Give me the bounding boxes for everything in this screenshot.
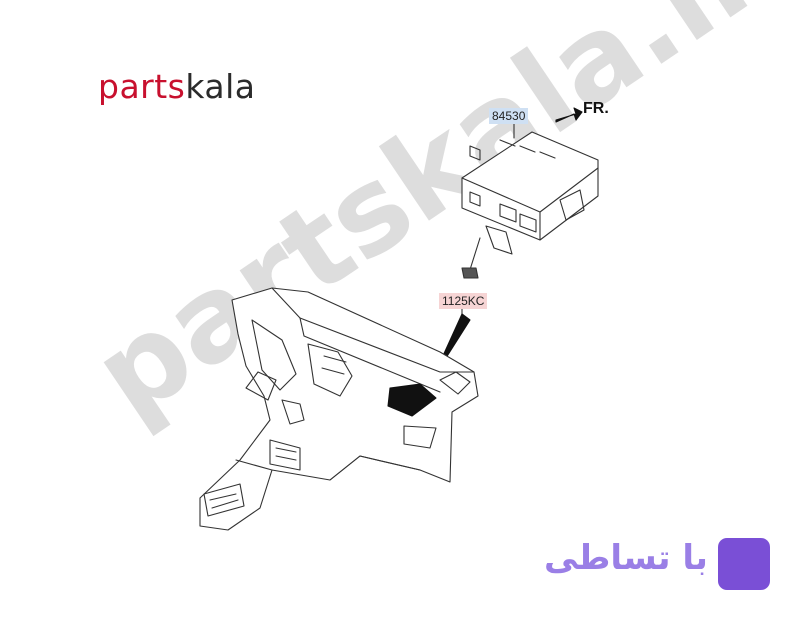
fr-label: FR.	[583, 100, 609, 117]
logo-part1: parts	[98, 67, 186, 106]
dashboard	[199, 287, 479, 531]
callout-1125kc: 1125KC	[439, 293, 488, 309]
bolt	[461, 237, 481, 279]
logo-part2: kala	[185, 67, 256, 106]
partskala-logo: partskala	[98, 70, 256, 103]
callout-84530: 84530	[489, 108, 529, 124]
brand-text: با تساطی	[544, 538, 708, 578]
brand-logo-icon	[718, 538, 770, 590]
airbag-module	[461, 131, 599, 255]
fr-arrow-icon	[555, 107, 583, 123]
